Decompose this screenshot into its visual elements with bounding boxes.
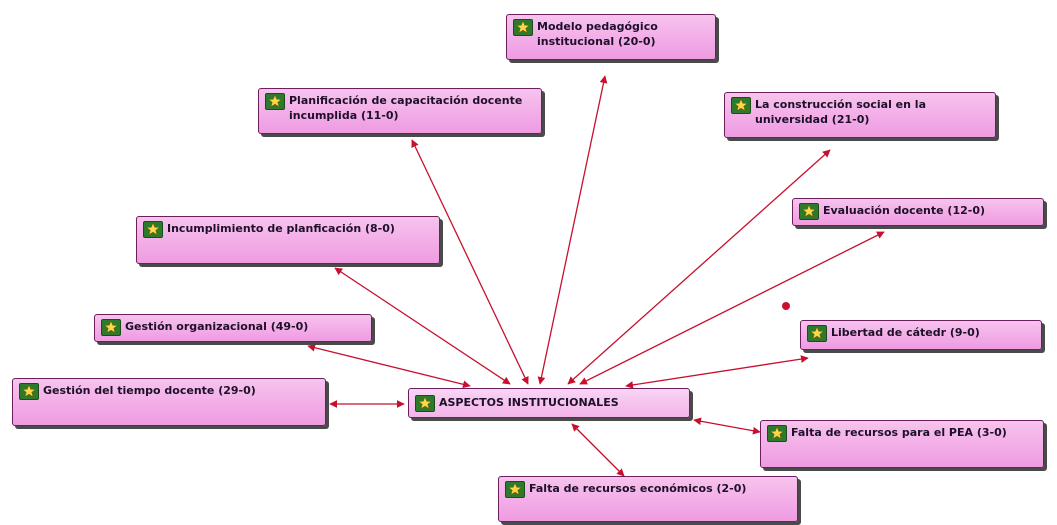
node-modelo-pedagogico[interactable]: Modelo pedagógico institucional (20-0) (506, 14, 716, 60)
node-label: Modelo pedagógico institucional (20-0) (537, 20, 658, 48)
edge-modelo[interactable] (537, 75, 608, 385)
star-code-icon (265, 93, 285, 110)
node-label: Gestión organizacional (49-0) (125, 320, 309, 333)
node-label: Libertad de cátedr (9-0) (831, 326, 980, 339)
star-code-icon (143, 221, 163, 238)
edge-falta-economicos[interactable] (571, 423, 625, 477)
edge-evaluacion[interactable] (579, 231, 885, 385)
star-code-icon (807, 325, 827, 342)
star-code-icon (101, 319, 121, 336)
node-gestion-organizacional[interactable]: Gestión organizacional (49-0) (94, 314, 372, 342)
node-planificacion-capacitacion[interactable]: Planificación de capacitación docente in… (258, 88, 542, 134)
edge-incumplimiento[interactable] (334, 267, 511, 385)
star-code-icon (415, 395, 435, 412)
node-falta-recursos-pea[interactable]: Falta de recursos para el PEA (3-0) (760, 420, 1044, 468)
node-falta-recursos-economicos[interactable]: Falta de recursos económicos (2-0) (498, 476, 798, 522)
node-label: Gestión del tiempo docente (29-0) (43, 384, 256, 397)
star-code-icon (513, 19, 533, 36)
edge-falta-pea[interactable] (693, 417, 761, 435)
node-label: La construcción social en la universidad… (755, 98, 926, 126)
edge-libertad[interactable] (625, 355, 809, 389)
node-label: ASPECTOS INSTITUCIONALES (439, 396, 619, 409)
node-label: Incumplimiento de planficación (8-0) (167, 222, 395, 235)
star-code-icon (731, 97, 751, 114)
edge-construccion-social[interactable] (567, 149, 831, 385)
node-label: Falta de recursos económicos (2-0) (529, 482, 747, 495)
node-label: Falta de recursos para el PEA (3-0) (791, 426, 1007, 439)
node-libertad-catedra[interactable]: Libertad de cátedr (9-0) (800, 320, 1042, 350)
node-label: Evaluación docente (12-0) (823, 204, 986, 217)
star-code-icon (799, 203, 819, 220)
node-incumplimiento-planificacion[interactable]: Incumplimiento de planficación (8-0) (136, 216, 440, 264)
star-code-icon (505, 481, 525, 498)
star-code-icon (767, 425, 787, 442)
node-evaluacion-docente[interactable]: Evaluación docente (12-0) (792, 198, 1044, 226)
node-label: Planificación de capacitación docente in… (289, 94, 523, 122)
edge-gestion-org[interactable] (307, 343, 471, 389)
star-code-icon (19, 383, 39, 400)
node-gestion-tiempo[interactable]: Gestión del tiempo docente (29-0) (12, 378, 326, 426)
node-aspectos-institucionales[interactable]: ASPECTOS INSTITUCIONALES (408, 388, 690, 418)
node-construccion-social[interactable]: La construcción social en la universidad… (724, 92, 996, 138)
selection-handle[interactable] (782, 302, 790, 310)
